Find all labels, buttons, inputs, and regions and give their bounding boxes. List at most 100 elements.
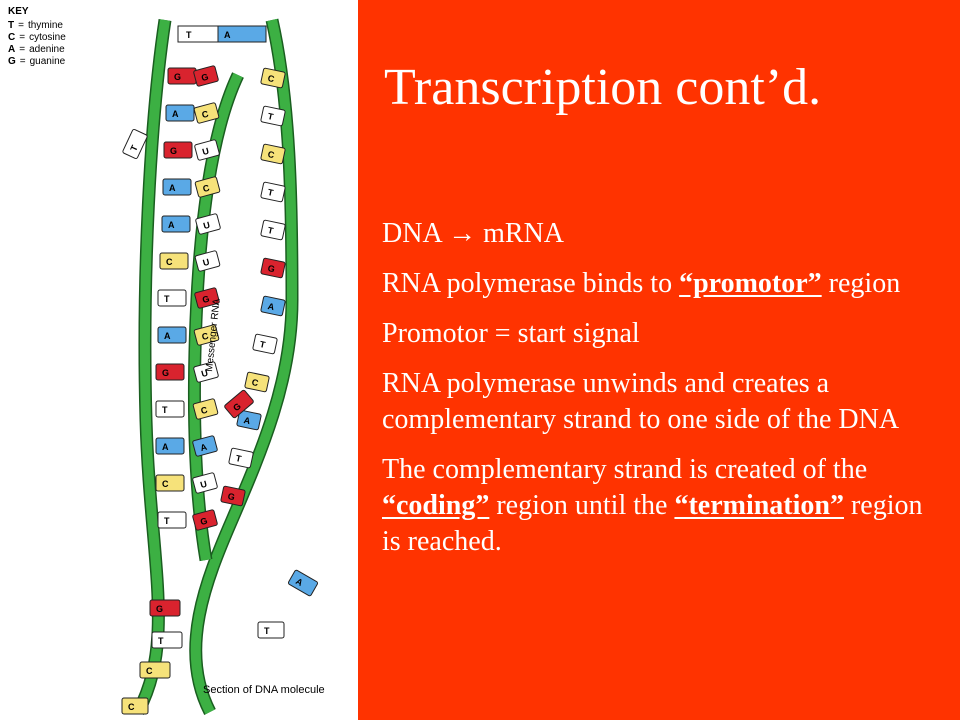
base-letter: G [170,146,177,156]
free-nucleotide: C [121,697,149,715]
key-name: thymine [28,20,63,31]
base-letter: C [201,331,210,342]
base-letter: A [168,220,175,230]
key-equals: = [18,20,24,31]
helix-base: T [151,631,183,649]
base-shape [121,697,149,715]
base-shape [193,102,220,124]
slide-title: Transcription cont’d. [384,59,822,116]
base-shape [157,326,187,344]
base-shape [122,128,148,160]
base-shape [155,363,185,381]
base-shape [192,509,218,531]
template-base: A [161,215,191,233]
base-letter: T [162,405,168,415]
base-shape [194,250,221,272]
base-letter: T [158,636,164,646]
bullet-item: Promotor = start signal [382,316,942,352]
base-shape [252,333,278,355]
base-shape [195,213,221,235]
base-letter: A [294,576,305,588]
base-letter: C [128,702,135,712]
base-shape [159,252,189,270]
template-base: A [162,178,192,196]
base-shape [192,398,219,420]
base-letter: U [199,479,208,490]
base-letter: T [235,453,243,464]
base-letter: C [200,405,209,416]
mrna-base: U [194,139,220,161]
coding-base: C [260,143,286,165]
mrna-strand [189,72,243,561]
base-letter: A [172,109,179,119]
bullet-text: region [821,268,901,299]
base-shape [260,67,286,89]
bullet-item: RNA polymerase unwinds and creates a com… [382,366,942,438]
mrna-base: G [193,65,219,87]
mrna-base: A [192,435,218,457]
template-base: A [155,437,185,455]
template-base: T [155,400,185,418]
helix-base: C [139,661,171,679]
base-shape [257,621,285,639]
base-shape [194,176,221,198]
base-letter: C [146,666,153,676]
base-shape [193,65,219,87]
base-letter: T [264,626,270,636]
base-shape [177,25,219,43]
base-letter: A [162,442,169,452]
coding-base: C [244,371,270,393]
base-shape [217,25,267,43]
base-shape [260,219,286,241]
base-letter: G [174,72,181,82]
mrna-base: G [192,509,218,531]
mrna-base: C [193,324,220,346]
base-letter: G [156,604,163,614]
base-letter: G [201,294,210,305]
bullet-text: Promotor = start signal [382,318,640,349]
base-letter: A [267,301,276,312]
base-shape [224,389,254,419]
base-shape [192,472,218,494]
base-letter: G [231,401,243,413]
base-shape [260,295,286,317]
base-letter: C [251,377,260,388]
base-shape [194,139,220,161]
base-letter: C [267,149,276,160]
base-shape [244,371,270,393]
mrna-base: U [192,472,218,494]
base-shape [287,569,319,597]
key-letter: A [8,44,15,55]
base-shape [220,485,246,507]
bullet-text: RNA polymerase unwinds and creates a com… [382,368,900,435]
base-letter: C [202,183,211,194]
key-term: “coding” [382,490,490,521]
base-letter: C [166,257,173,267]
template-base: T [157,511,187,529]
base-letter: A [164,331,171,341]
template-base: G [155,363,185,381]
figure-caption: Section of DNA molecule [203,684,325,696]
bullet-text: RNA polymerase binds to [382,268,680,299]
base-key: KEY T=thymineC=cytosineA=adenineG=guanin… [8,6,66,67]
base-letter: T [164,294,170,304]
base-shape [162,178,192,196]
base-shape [236,409,262,431]
base-shape [260,257,286,279]
base-letter: C [201,109,210,120]
base-shape [167,67,197,85]
key-name: guanine [30,56,66,67]
dna-backbone [190,18,298,715]
free-nucleotide: T [257,621,285,639]
mrna-base: U [195,213,221,235]
base-shape [157,511,187,529]
dna-diagram: KEY T=thymineC=cytosineA=adenineG=guanin… [8,6,325,716]
free-nucleotide: T [122,128,148,160]
key-entry: C=cytosine [8,32,66,43]
base-shape [194,287,220,309]
key-letter: T [8,20,14,31]
mrna-base: C [193,102,220,124]
coding-base: T [260,181,286,203]
base-letter: T [259,339,267,350]
